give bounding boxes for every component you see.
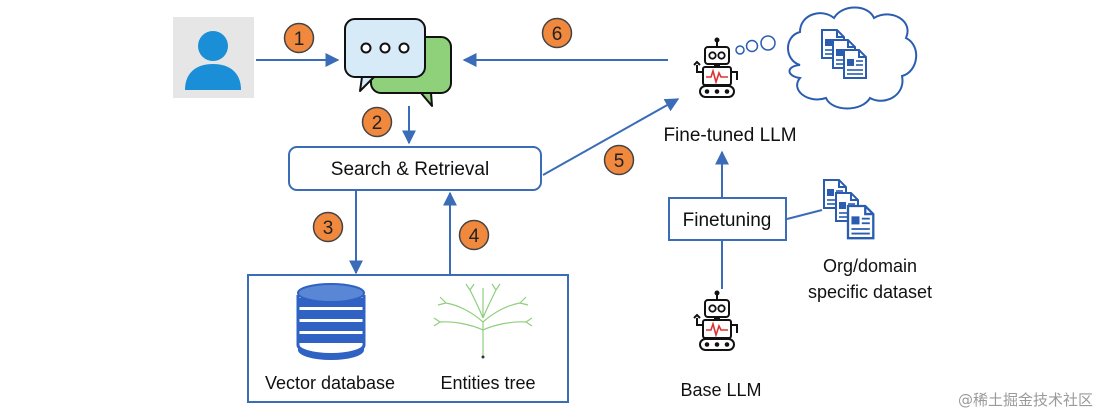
step-badge-5: 5 xyxy=(603,144,635,176)
step-badge-2: 2 xyxy=(361,106,393,138)
step-number: 2 xyxy=(372,113,383,134)
tree-icon xyxy=(433,283,533,359)
dataset-label-line1: Org/domain xyxy=(823,256,917,276)
vector-database-label: Vector database xyxy=(265,373,395,393)
entities-tree-label: Entities tree xyxy=(440,373,535,393)
user-icon xyxy=(173,17,254,98)
base-llm-label: Base LLM xyxy=(680,380,761,400)
fine-tuned-llm-robot-icon xyxy=(693,36,738,98)
step-number: 5 xyxy=(614,151,625,172)
document-icon xyxy=(846,204,875,240)
step-badge-3: 3 xyxy=(312,211,344,243)
arrow-search-to-llm xyxy=(542,98,680,176)
dataset-label-line2: specific dataset xyxy=(808,282,932,302)
finetuning-box: Finetuning xyxy=(668,197,787,241)
step-badge-6: 6 xyxy=(541,17,573,49)
chat-bubbles-icon xyxy=(344,18,452,107)
step-number: 4 xyxy=(469,226,480,247)
connector-dataset-to-finetuning xyxy=(786,209,823,220)
step-number: 6 xyxy=(552,24,563,45)
step-badge-1: 1 xyxy=(283,22,315,54)
base-llm-robot-icon xyxy=(693,289,738,351)
thought-cloud-icon xyxy=(735,6,917,110)
search-retrieval-label: Search & Retrieval xyxy=(331,159,489,180)
watermark: @稀土掘金技术社区 xyxy=(958,391,1093,409)
search-retrieval-box: Search & Retrieval xyxy=(288,146,542,191)
step-number: 3 xyxy=(323,218,334,239)
step-badge-4: 4 xyxy=(458,219,490,251)
step-number: 1 xyxy=(294,29,305,50)
fine-tuned-llm-label: Fine-tuned LLM xyxy=(663,125,796,146)
document-icon xyxy=(843,49,867,79)
database-icon xyxy=(296,283,366,360)
dataset-documents-icon xyxy=(823,179,875,240)
finetuning-label: Finetuning xyxy=(683,210,772,231)
